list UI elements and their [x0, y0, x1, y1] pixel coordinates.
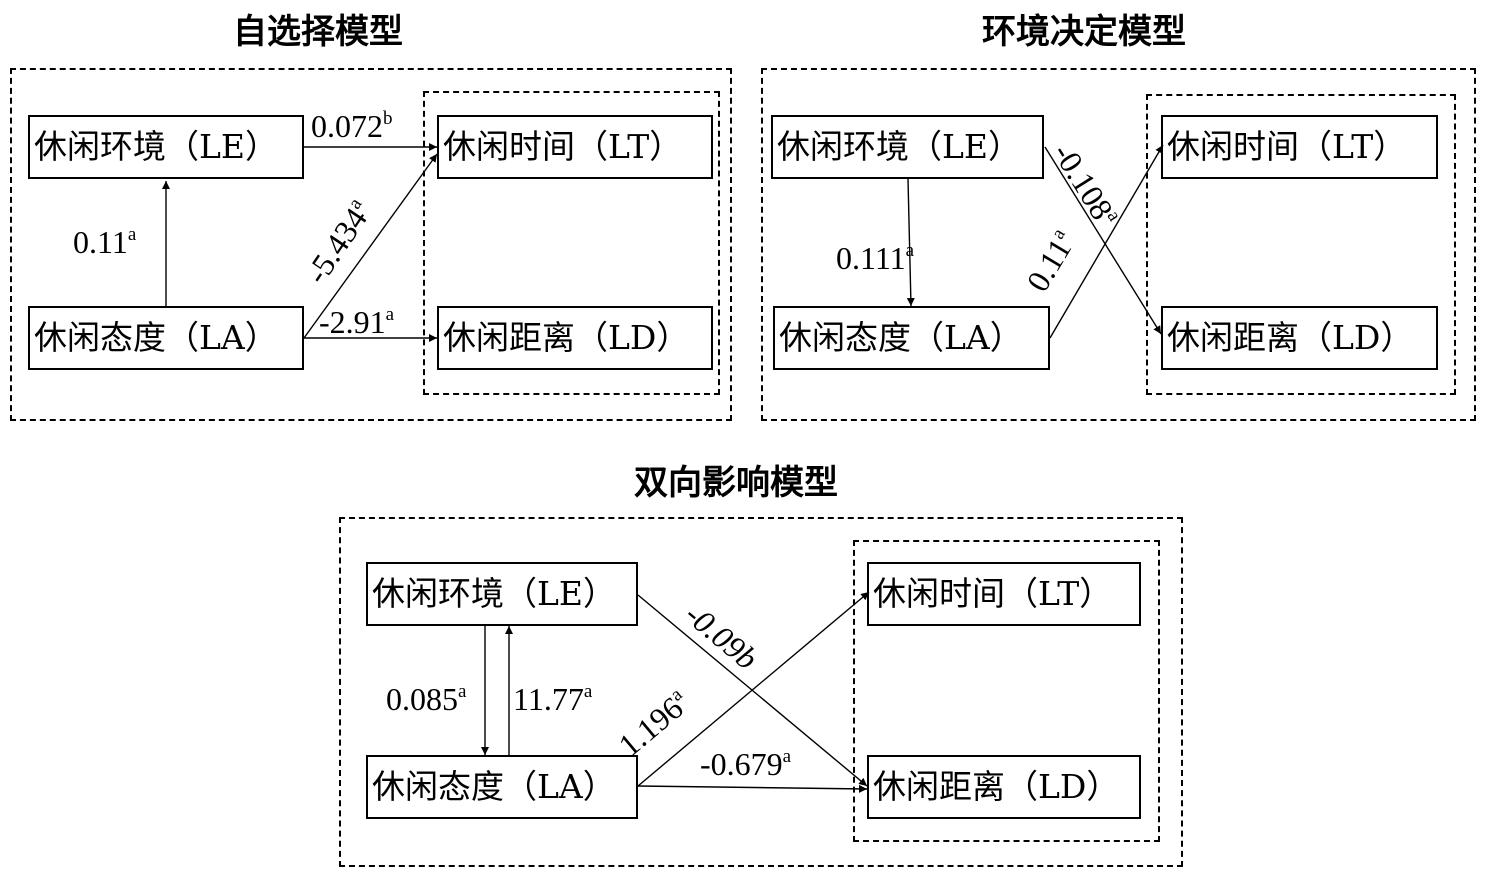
self-selection-node-leisure-environment: 休闲环境（LE）	[28, 115, 304, 179]
self-selection-model-title: 自选择模型	[233, 12, 403, 52]
bidirectional-node-leisure-time: 休闲时间（LT）	[867, 562, 1141, 626]
environment-determination-model-frame	[761, 68, 1476, 421]
environment-determination-model-title: 环境决定模型	[982, 12, 1186, 52]
self-selection-node-leisure-distance: 休闲距离（LD）	[437, 306, 713, 370]
self-selection-node-leisure-time: 休闲时间（LT）	[437, 115, 713, 179]
environment-determination-node-leisure-time: 休闲时间（LT）	[1161, 115, 1438, 179]
bidirectional-model-title: 双向影响模型	[634, 463, 838, 503]
environment-determination-node-leisure-environment: 休闲环境（LE）	[771, 115, 1044, 179]
bidirectional-node-leisure-distance: 休闲距离（LD）	[867, 755, 1141, 819]
self-selection-model-frame	[10, 68, 732, 421]
bidirectional-model-frame	[339, 517, 1183, 867]
bidirectional-node-leisure-environment: 休闲环境（LE）	[366, 562, 638, 626]
environment-determination-node-leisure-attitude: 休闲态度（LA）	[773, 306, 1050, 370]
bidirectional-node-leisure-attitude: 休闲态度（LA）	[366, 755, 638, 819]
self-selection-node-leisure-attitude: 休闲态度（LA）	[28, 306, 304, 370]
environment-determination-node-leisure-distance: 休闲距离（LD）	[1161, 306, 1438, 370]
